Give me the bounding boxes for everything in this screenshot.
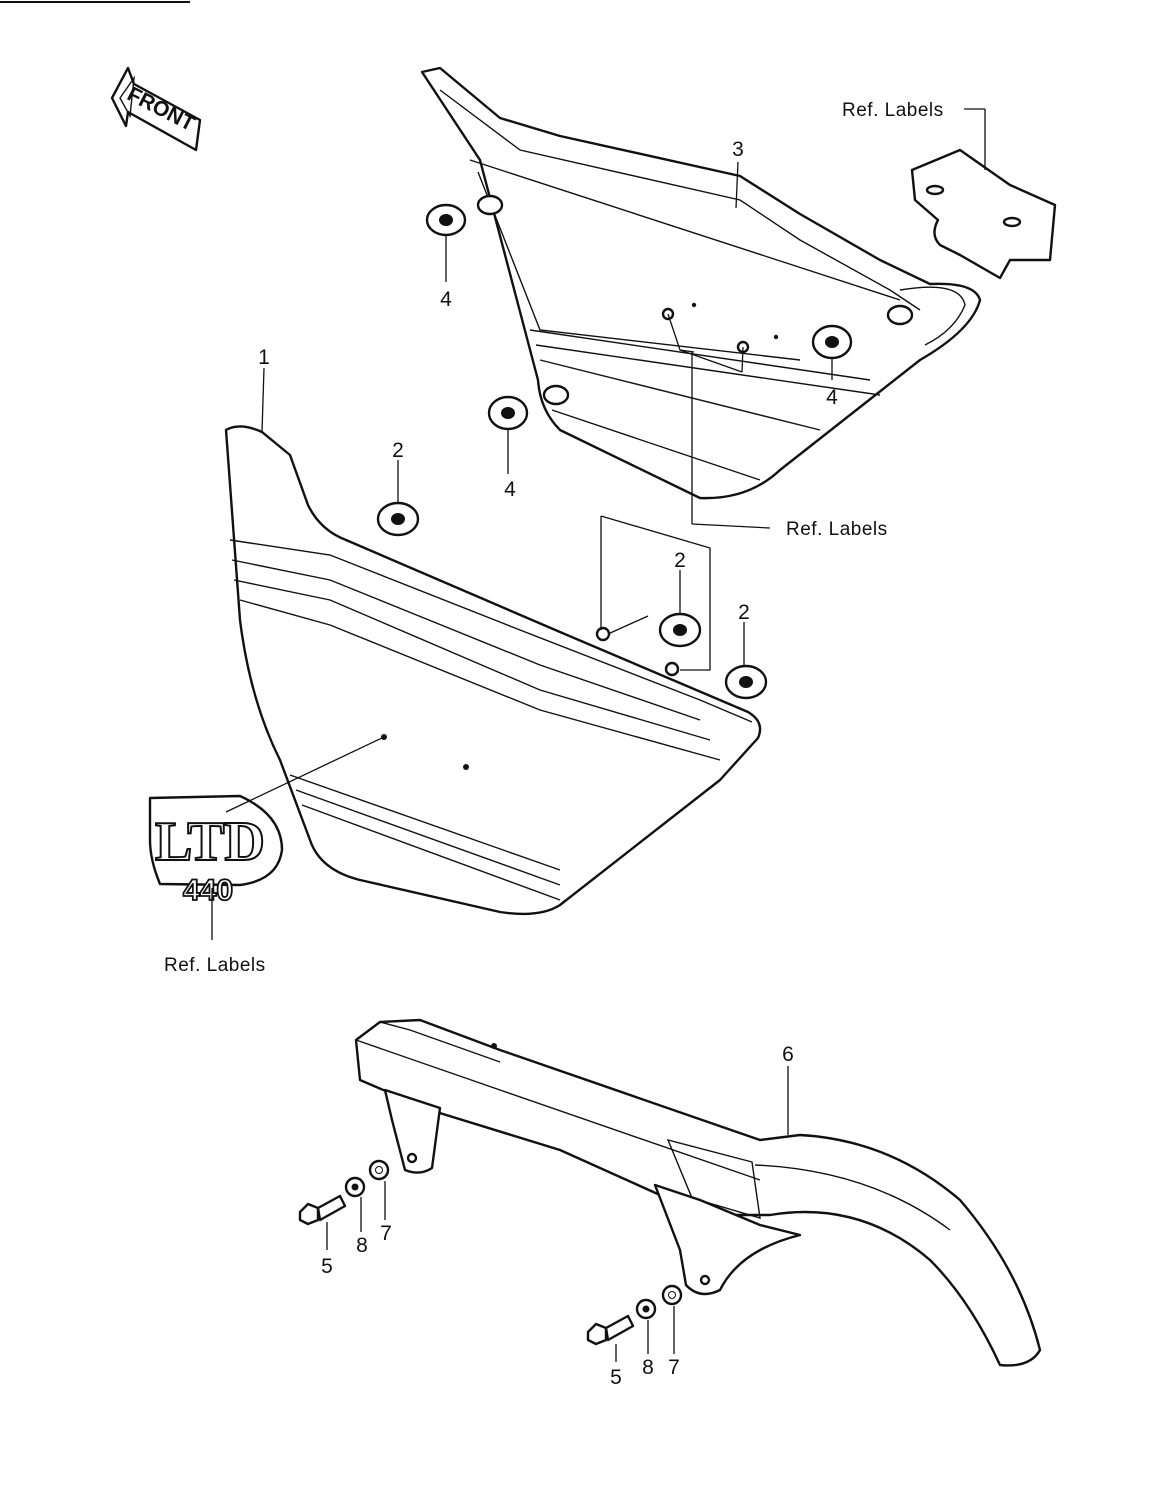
right-side-cover: [420, 66, 982, 500]
grommet-4b: [811, 324, 853, 360]
bolt-5b: [586, 1314, 635, 1346]
bolt-5a: [298, 1194, 347, 1226]
callout-4c: 4: [504, 478, 516, 501]
washer-8b: [635, 1298, 657, 1320]
callout-8b: 8: [642, 1356, 654, 1379]
front-arrow-icon: FRONT: [110, 66, 202, 152]
callout-2b: 2: [674, 549, 686, 572]
leader-lines: [211, 108, 986, 1362]
grommet-2a: [376, 501, 420, 537]
washer-8a: [344, 1176, 366, 1198]
callout-3: 3: [732, 138, 744, 161]
callout-2c: 2: [738, 601, 750, 624]
callout-1: 1: [258, 346, 270, 369]
ref-labels-emblem: Ref. Labels: [164, 955, 266, 976]
callout-5a: 5: [321, 1255, 333, 1278]
callout-4a: 4: [440, 288, 452, 311]
washer-7b: [661, 1284, 683, 1306]
grommet-2c: [724, 664, 768, 700]
left-side-cover: [224, 425, 762, 916]
grommet-4c: [487, 395, 529, 431]
washer-7a: [368, 1159, 390, 1181]
callout-7b: 7: [668, 1356, 680, 1379]
ref-labels-top-right: Ref. Labels: [842, 100, 944, 121]
emblem-main-text: LTD: [155, 811, 265, 873]
ltd-440-emblem: LTD 440: [148, 794, 284, 908]
callout-8a: 8: [356, 1234, 368, 1257]
callout-6: 6: [782, 1043, 794, 1066]
callout-5b: 5: [610, 1366, 622, 1389]
emblem-sub-text: 440: [183, 874, 233, 907]
callout-7a: 7: [380, 1222, 392, 1245]
callout-4b: 4: [826, 386, 838, 409]
ref-label-plate: [910, 148, 1057, 280]
callout-2a: 2: [392, 439, 404, 462]
rivet-b: [664, 661, 680, 677]
chain-guard: [354, 1018, 1042, 1367]
grommet-2b: [658, 612, 702, 648]
ref-labels-middle: Ref. Labels: [786, 519, 888, 540]
rivet-a: [595, 626, 611, 642]
grommet-4a: [425, 203, 467, 237]
